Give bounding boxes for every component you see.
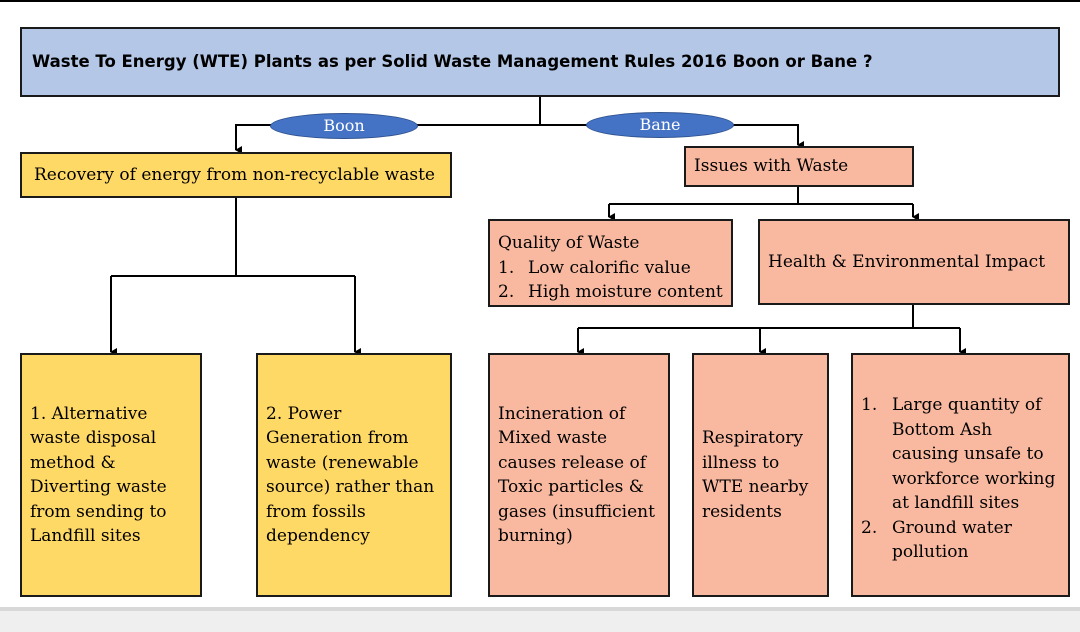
landfill-item-number: 2. [861,517,878,538]
respiratory-text: Respiratory illness to WTE nearby reside… [702,428,809,522]
quality-item: 2. High moisture content [498,280,731,305]
quality-item-text: High moisture content [528,282,723,302]
title-text: Waste To Energy (WTE) Plants as per Soli… [32,51,873,71]
landfill-list: 1. Large quantity of Bottom Ash causing … [861,393,1062,565]
diagram-title: Waste To Energy (WTE) Plants as per Soli… [20,27,1060,97]
bottom-band [0,607,1080,632]
quality-item-number: 1. [498,257,515,278]
quality-item-text: Low calorific value [528,257,691,278]
landfill-item-number: 1. [861,395,878,415]
boon-heading-box: Recovery of energy from non-recyclable w… [20,152,452,198]
landfill-box: 1. Large quantity of Bottom Ash causing … [851,353,1070,597]
boon-heading: Recovery of energy from non-recyclable w… [34,164,435,185]
boon-item-1: 1. Alternative waste disposal method & D… [30,403,167,547]
quality-item-number: 2. [498,282,515,302]
quality-item: 1. Low calorific value [498,256,731,281]
landfill-item-text: Ground water pollution [892,517,1012,563]
bane-heading-box: Issues with Waste [684,146,914,187]
bane-heading: Issues with Waste [694,156,849,177]
bane-label: Bane [586,112,734,138]
landfill-item: 2. Ground water pollution [861,516,1062,565]
health-box: Health & Environmental Impact [758,219,1070,305]
top-border [0,0,1080,2]
quality-box: Quality of Waste 1. Low calorific value … [488,219,733,307]
boon-item-1-box: 1. Alternative waste disposal method & D… [20,353,202,597]
incineration-text: Incineration of Mixed waste causes relea… [498,403,655,547]
quality-list: 1. Low calorific value 2. High moisture … [498,256,731,305]
incineration-box: Incineration of Mixed waste causes relea… [488,353,670,597]
quality-title: Quality of Waste [498,233,640,253]
boon-label: Boon [270,113,418,139]
respiratory-box: Respiratory illness to WTE nearby reside… [692,353,829,597]
landfill-item: 1. Large quantity of Bottom Ash causing … [861,393,1062,516]
boon-item-2-box: 2. Power Generation from waste (renewabl… [256,353,452,597]
health-title: Health & Environmental Impact [768,251,1046,272]
landfill-item-text: Large quantity of Bottom Ash causing uns… [892,395,1056,513]
boon-item-2: 2. Power Generation from waste (renewabl… [266,403,435,547]
